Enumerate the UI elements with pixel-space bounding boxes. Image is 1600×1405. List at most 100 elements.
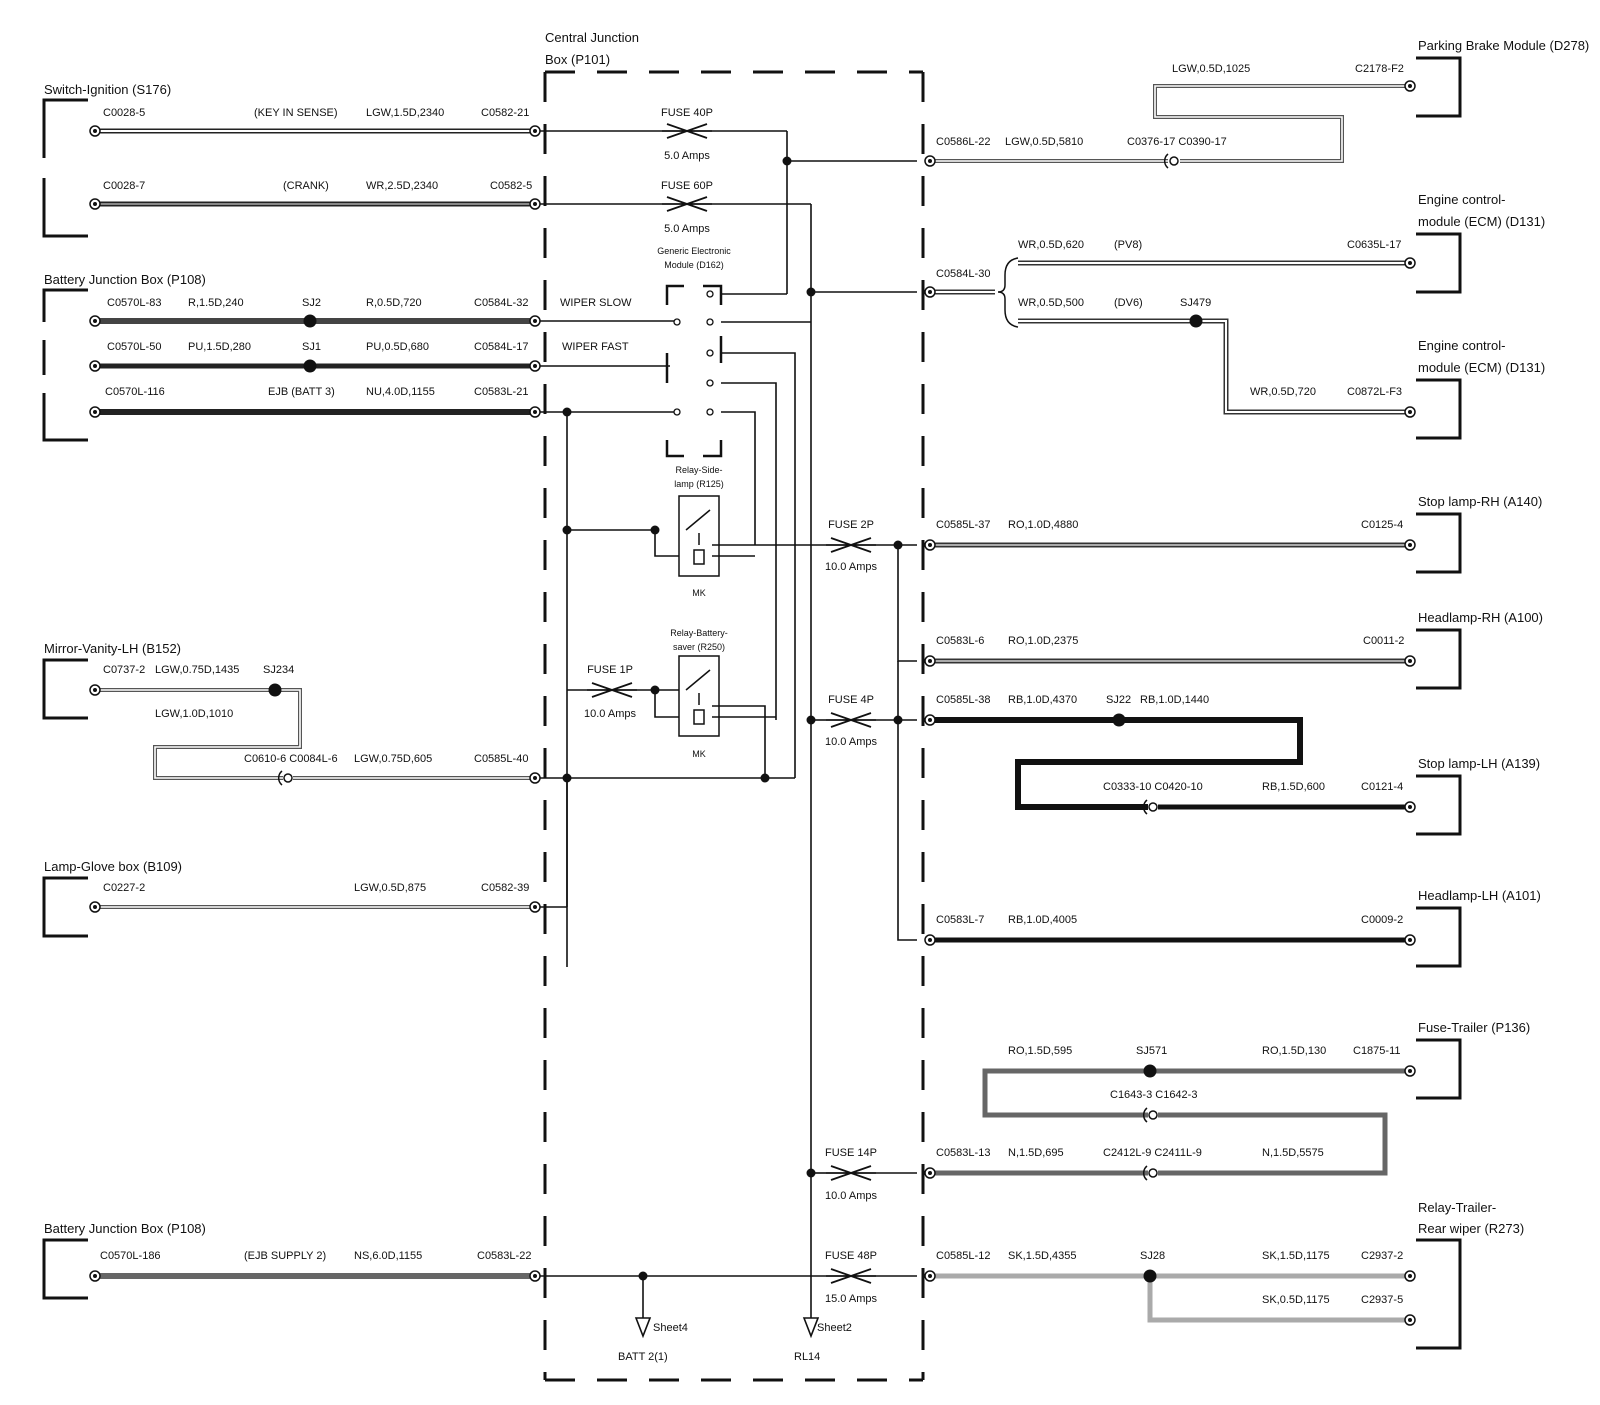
- right-wire-labels: LGW,0.5D,1025 C2178-F2 C0586L-22 LGW,0.5…: [936, 63, 1404, 1306]
- cjb-internal-wiring: [535, 130, 917, 1318]
- wire-stop-lh: [930, 717, 1303, 810]
- lbl-c0584l-30: C0584L-30: [936, 268, 990, 280]
- lbl-c0583l-22: C0583L-22: [477, 1250, 531, 1262]
- fuse-60p-amps: 5.0 Amps: [664, 223, 710, 235]
- lbl-rb-10-4370: RB,1.0D,4370: [1008, 694, 1077, 706]
- wire-relay-trailer-2: [1147, 1276, 1410, 1323]
- lbl-wr-05-500: WR,0.5D,500: [1018, 297, 1084, 309]
- lbl-sheet4: Sheet4: [653, 1322, 688, 1334]
- lbl-c0610-6: C0610-6 C0084L-6: [244, 753, 338, 765]
- lbl-c0583l-7: C0583L-7: [936, 914, 984, 926]
- fuse-14p-name: FUSE 14P: [825, 1147, 877, 1159]
- lbl-rb-15-600: RB,1.5D,600: [1262, 781, 1325, 793]
- lbl-c0737-2: C0737-2: [103, 664, 145, 676]
- comp-head-rh: Headlamp-RH (A100): [1418, 610, 1543, 625]
- lbl-c0011-2: C0011-2: [1363, 635, 1404, 647]
- comp-relay-trailer-a: Relay-Trailer-: [1418, 1200, 1496, 1215]
- lbl-c0583l-6: C0583L-6: [936, 635, 984, 647]
- fuse-1p-amps: 10.0 Amps: [584, 708, 636, 720]
- lbl-c0009-2: C0009-2: [1361, 914, 1403, 926]
- lbl-ro-10-4880: RO,1.0D,4880: [1008, 519, 1078, 531]
- lbl-c2937-2: C2937-2: [1361, 1250, 1403, 1262]
- wire-ecm-dv6: [1018, 318, 1410, 415]
- lbl-c0586l-22: C0586L-22: [936, 136, 990, 148]
- comp-switch-ignition: Switch-Ignition (S176): [44, 82, 171, 97]
- comp-relay-trailer-b: Rear wiper (R273): [1418, 1221, 1524, 1236]
- lbl-ns-60: NS,6.0D,1155: [354, 1250, 422, 1262]
- splice-joints: [268, 314, 1203, 1283]
- lbl-rl14: RL14: [794, 1351, 820, 1363]
- lbl-sk-05-1175: SK,0.5D,1175: [1262, 1294, 1330, 1306]
- lbl-c0121-4: C0121-4: [1361, 781, 1403, 793]
- fuse-60p-name: FUSE 60P: [661, 180, 713, 192]
- lbl-n-15-695: N,1.5D,695: [1008, 1147, 1064, 1159]
- comp-battery-jb-2: Battery Junction Box (P108): [44, 1221, 206, 1236]
- splice-sj571: [1143, 1064, 1157, 1078]
- lbl-pu-15: PU,1.5D,280: [188, 341, 251, 353]
- splice-sj234: [268, 683, 282, 697]
- lbl-r-05: R,0.5D,720: [366, 297, 422, 309]
- comp-battery-jb-1: Battery Junction Box (P108): [44, 272, 206, 287]
- wire-parking-brake: [1153, 84, 1410, 163]
- fuse-1p-name: FUSE 1P: [587, 664, 633, 676]
- lbl-c0570l-83: C0570L-83: [107, 297, 161, 309]
- lbl-c0635l-17: C0635L-17: [1347, 239, 1401, 251]
- comp-ecm-2b: module (ECM) (D131): [1418, 360, 1545, 375]
- lbl-rb-10-1440: RB,1.0D,1440: [1140, 694, 1209, 706]
- lbl-c0376-17: C0376-17 C0390-17: [1127, 136, 1227, 148]
- splice-sj22: [1112, 713, 1126, 727]
- fuse-2p-name: FUSE 2P: [828, 519, 874, 531]
- cjb-outline: [543, 70, 925, 1382]
- lbl-ejb-batt3: EJB (BATT 3): [268, 386, 335, 398]
- lbl-c2412l-9: C2412L-9 C2411L-9: [1103, 1147, 1202, 1159]
- lbl-c0125-4: C0125-4: [1361, 519, 1403, 531]
- lbl-rb-10-4005: RB,1.0D,4005: [1008, 914, 1077, 926]
- lbl-c0570l-116: C0570L-116: [105, 386, 165, 398]
- lbl-c0227-2: C0227-2: [103, 882, 145, 894]
- comp-head-lh: Headlamp-LH (A101): [1418, 888, 1541, 903]
- lbl-c0583l-21: C0583L-21: [474, 386, 528, 398]
- cjb-title-1: Central Junction: [545, 30, 639, 45]
- fuse-4p-amps: 10.0 Amps: [825, 736, 877, 748]
- fuse-symbols: [587, 123, 876, 1284]
- lbl-sj1: SJ1: [302, 341, 321, 353]
- lbl-sj234: SJ234: [263, 664, 294, 676]
- comp-gem-a: Generic Electronic: [657, 246, 731, 256]
- fuse-14p-amps: 10.0 Amps: [825, 1190, 877, 1202]
- relay-side-lamp: [678, 495, 720, 577]
- lbl-lgw-05-5810: LGW,0.5D,5810: [1005, 136, 1083, 148]
- relay-battery-saver: [678, 655, 720, 737]
- wire-fuse-trailer: [982, 1068, 1410, 1118]
- comp-ecm-2a: Engine control-: [1418, 338, 1505, 353]
- comp-gem-b: Module (D162): [664, 260, 724, 270]
- lbl-c0585l-40: C0585L-40: [474, 753, 528, 765]
- lbl-c0570l-50: C0570L-50: [107, 341, 161, 353]
- lbl-c0584l-17: C0584L-17: [474, 341, 528, 353]
- comp-ecm-1a: Engine control-: [1418, 192, 1505, 207]
- sheet-arrows: [634, 1317, 820, 1339]
- lbl-ro-15-595: RO,1.5D,595: [1008, 1045, 1072, 1057]
- lbl-c1875-11: C1875-11: [1353, 1045, 1401, 1057]
- gem-module: [665, 284, 723, 458]
- wire-fuse-trailer-2: [1158, 1112, 1388, 1176]
- lbl-lgw-05-875: LGW,0.5D,875: [354, 882, 426, 894]
- lbl-c2937-5: C2937-5: [1361, 1294, 1403, 1306]
- relay-side-mk: MK: [692, 588, 706, 598]
- wire-mirror-vanity: [95, 688, 302, 780]
- fuse-40p-amps: 5.0 Amps: [664, 150, 710, 162]
- lbl-lgw-05-1025: LGW,0.5D,1025: [1172, 63, 1250, 75]
- lbl-pu-05: PU,0.5D,680: [366, 341, 429, 353]
- lbl-sj571: SJ571: [1136, 1045, 1167, 1057]
- lbl-c0028-5: C0028-5: [103, 107, 145, 119]
- fuse-48p-amps: 15.0 Amps: [825, 1293, 877, 1305]
- lbl-ejb-supply2: (EJB SUPPLY 2): [244, 1250, 326, 1262]
- lbl-lgw-075-1435: LGW,0.75D,1435: [155, 664, 239, 676]
- splice-sj1: [303, 359, 317, 373]
- comp-lamp-glovebox: Lamp-Glove box (B109): [44, 859, 182, 874]
- lbl-c0872l-f3: C0872L-F3: [1347, 386, 1402, 398]
- comp-parking-brake: Parking Brake Module (D278): [1418, 38, 1589, 53]
- comp-relay-batt-a: Relay-Battery-: [670, 628, 728, 638]
- fuse-40p-name: FUSE 40P: [661, 107, 713, 119]
- lbl-c0584l-32: C0584L-32: [474, 297, 528, 309]
